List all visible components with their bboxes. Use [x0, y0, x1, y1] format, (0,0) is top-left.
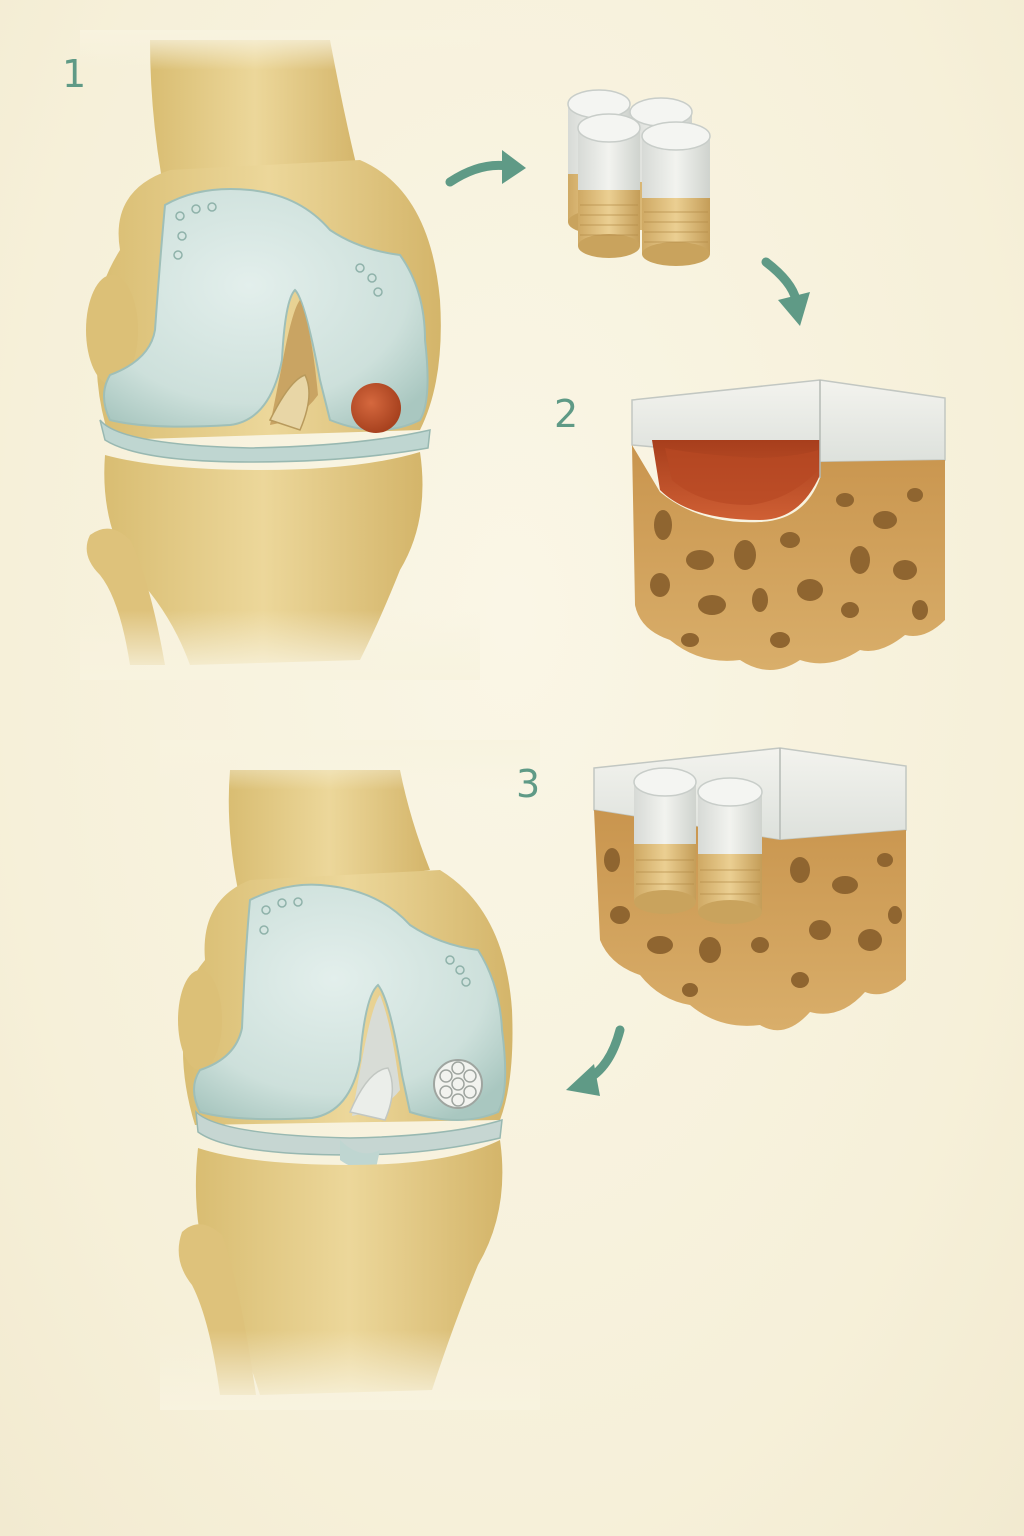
curved-arrow-icon: [761, 257, 801, 305]
knee-with-defect: [80, 30, 480, 680]
bone-block-with-defect: [631, 379, 946, 670]
step-label-3: 3: [516, 762, 541, 806]
bone-block-with-plugs: [593, 747, 907, 1031]
knee-repaired: [160, 740, 540, 1410]
arrow-head-icon: [778, 292, 810, 326]
cartilage-defect: [351, 383, 401, 433]
step-label-2: 2: [554, 392, 579, 436]
osteochondral-plugs: [567, 89, 711, 266]
curved-arrow-icon: [445, 160, 513, 187]
arrow-head-icon: [502, 150, 526, 184]
step-label-1: 1: [62, 52, 87, 96]
repaired-plug-mosaic: [433, 1059, 483, 1109]
arrow-head-icon: [566, 1064, 600, 1096]
